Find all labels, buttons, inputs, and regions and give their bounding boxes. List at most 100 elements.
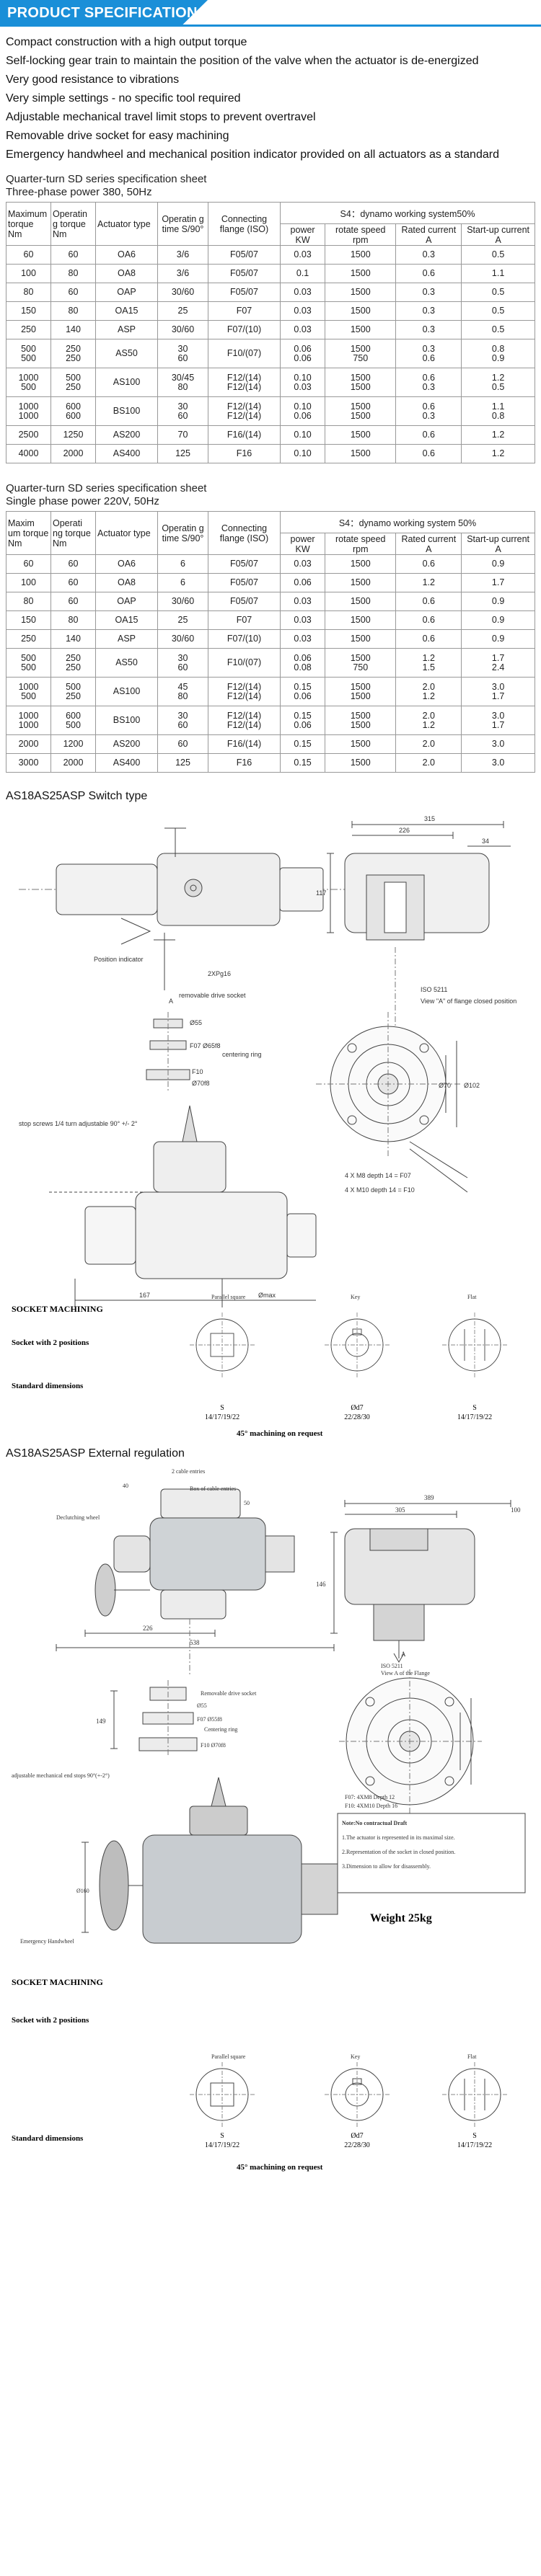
table-cell-op: 2000: [50, 444, 96, 463]
label-pg: 2XPg16: [208, 970, 231, 977]
table-cell-start: 1.7 2.4: [461, 648, 535, 678]
table-cell-flange: F05/07: [208, 245, 281, 265]
table-cell-time: 30/60: [157, 629, 208, 649]
col-header-speed: rotate speed rpm: [325, 223, 397, 246]
label-f07: F07 Ø65f8: [190, 1042, 221, 1049]
label-m10: 4 X M10 depth 14 = F10: [345, 1186, 415, 1194]
table-cell-type: ASP: [95, 320, 158, 339]
table2-title: Quarter-turn SD series specification she…: [6, 482, 207, 494]
table-cell-start: 3.0 1.7: [461, 677, 535, 706]
table-cell-time: 30 60: [157, 396, 208, 426]
table-cell-start: 1.7: [461, 573, 535, 592]
socket2-s2: Ød7: [351, 2132, 363, 2140]
label-d538: 538: [190, 1639, 200, 1646]
table-cell-op: 140: [50, 320, 96, 339]
socket1-s3: S: [472, 1404, 477, 1412]
label-d160: Ø160: [76, 1888, 89, 1894]
table-cell-op: 1250: [50, 425, 96, 445]
table-cell-type: OAP: [95, 283, 158, 302]
col-header-op: Operati ng torque Nm: [50, 511, 96, 555]
table-cell-start: 0.9: [461, 629, 535, 649]
table-cell-flange: F07: [208, 610, 281, 630]
table-cell-speed: 1500: [325, 573, 397, 592]
label-a: A: [169, 998, 173, 1005]
label-d167: 167: [139, 1292, 150, 1299]
label-d55: Ø55: [190, 1019, 202, 1026]
label-d149: 149: [96, 1718, 106, 1725]
table-cell-type: AS400: [95, 444, 158, 463]
label-removable: removable drive socket: [179, 992, 246, 999]
label-box: Box of cable entries: [190, 1485, 236, 1492]
label-d305: 305: [395, 1506, 405, 1514]
label-emergency: Emergency Handwheel: [20, 1938, 74, 1945]
table-cell-cur: 0.3: [395, 320, 462, 339]
table-cell-cur: 0.3: [395, 245, 462, 265]
table-cell-start: 0.5: [461, 320, 535, 339]
table-cell-cur: 1.2: [395, 573, 462, 592]
table-cell-flange: F07/(10): [208, 629, 281, 649]
table-cell-flange: F05/07: [208, 573, 281, 592]
label-declutch: Declutching wheel: [56, 1514, 100, 1521]
table-cell-max: 250: [6, 320, 51, 339]
table-cell-max: 3000: [6, 753, 51, 773]
label-d226b: 226: [143, 1625, 153, 1632]
label-d226: 226: [399, 827, 410, 834]
table-cell-time: 6: [157, 573, 208, 592]
label-iso2: ISO 5211: [381, 1663, 403, 1669]
table-cell-max: 500 500: [6, 648, 51, 678]
socket2-v3: 14/17/19/22: [457, 2141, 492, 2149]
table-cell-time: 125: [157, 753, 208, 773]
table-cell-power: 0.15 0.06: [279, 677, 326, 706]
socket1-h3: Flat: [467, 1294, 477, 1300]
table-cell-op: 500 250: [50, 368, 96, 397]
label-centering: centering ring: [222, 1051, 262, 1058]
feature-list: Compact construction with a high output …: [0, 29, 541, 164]
table-cell-max: 80: [6, 592, 51, 611]
table-cell-flange: F12/(14) F12/(14): [208, 706, 281, 735]
label-position-indicator: Position indicator: [94, 956, 144, 963]
socket1-s2: Ød7: [351, 1404, 363, 1412]
socket1-std: Standard dimensions: [12, 1382, 84, 1390]
table-cell-speed: 1500 1500: [325, 677, 397, 706]
table-cell-op: 140: [50, 629, 96, 649]
socket1-note: 45° machining on request: [237, 1429, 323, 1437]
table-cell-max: 150: [6, 610, 51, 630]
label-d70b: Ø70: [439, 1082, 451, 1089]
table-cell-time: 60: [157, 734, 208, 754]
socket2-std: Standard dimensions: [12, 2134, 84, 2143]
label-m8: 4 X M8 depth 14 = F07: [345, 1172, 411, 1179]
table-cell-flange: F12/(14) F12/(14): [208, 368, 281, 397]
table-cell-speed: 1500: [325, 610, 397, 630]
table-cell-cur: 0.6 0.3: [395, 396, 462, 426]
label-stop-screws: stop screws 1/4 turn adjustable 90° +/- …: [19, 1120, 138, 1127]
socket1-h1: Parallel square: [211, 1294, 246, 1300]
label-d117: 117: [316, 889, 326, 897]
table-cell-power: 0.15 0.06: [279, 706, 326, 735]
table-cell-max: 2500: [6, 425, 51, 445]
col-header-power: power KW: [279, 533, 326, 555]
note-2: 2.Representation of the socket in closed…: [342, 1849, 455, 1855]
table-cell-time: 6: [157, 554, 208, 574]
table-cell-op: 500 250: [50, 677, 96, 706]
label-centering2: Centering ring: [204, 1726, 237, 1733]
label-d389: 389: [424, 1494, 434, 1501]
col-header-power: power KW: [279, 223, 326, 246]
table-cell-type: AS50: [95, 339, 158, 368]
table-cell-max: 1000 500: [6, 368, 51, 397]
header-rule: [0, 25, 541, 27]
table-cell-max: 500 500: [6, 339, 51, 368]
table-cell-type: OA8: [95, 264, 158, 283]
table-cell-cur: 0.3: [395, 301, 462, 321]
table-cell-op: 60: [50, 554, 96, 574]
page-header: PRODUCT SPECIFICATION: [0, 0, 541, 29]
table-cell-speed: 1500: [325, 264, 397, 283]
label-d70: Ø70f8: [192, 1080, 210, 1087]
table-cell-op: 2000: [50, 753, 96, 773]
table-cell-power: 0.10 0.03: [279, 368, 326, 397]
table-cell-op: 80: [50, 610, 96, 630]
